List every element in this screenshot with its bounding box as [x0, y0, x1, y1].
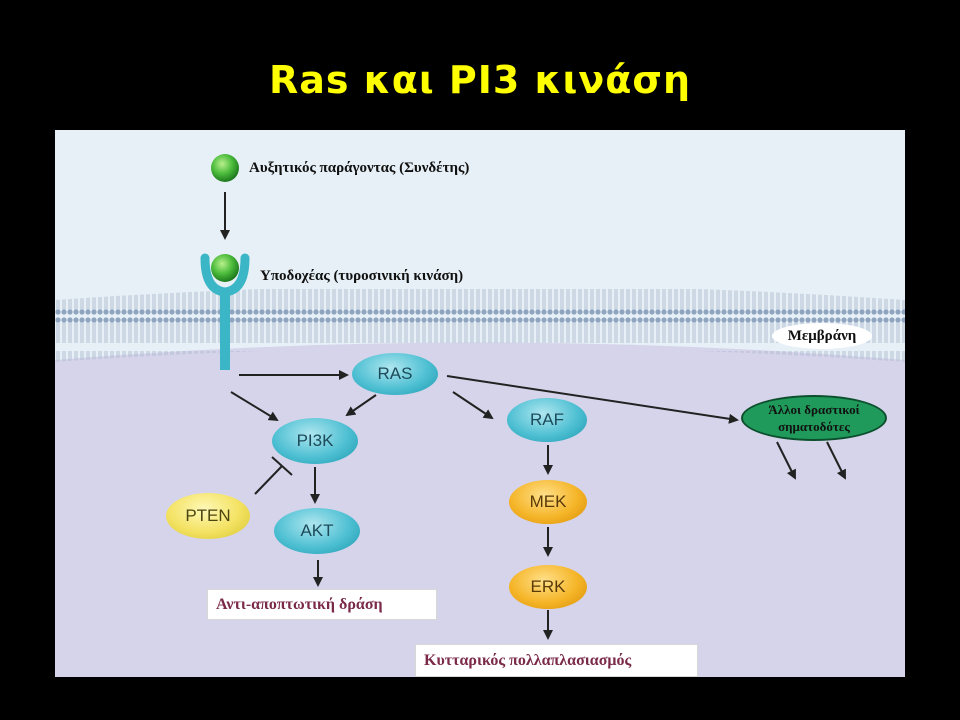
arrow-receptor-to-pi3k — [230, 391, 279, 422]
erk-node: ERK — [509, 565, 587, 609]
anti-apoptotic-outcome: Αντι-αποπτωτική δράση — [207, 589, 437, 620]
growth-factor-label: Αυξητικός παράγοντας (Συνδέτης) — [249, 160, 470, 176]
other-effectors-line1: Άλλοι δραστικοί — [768, 402, 860, 417]
arrow-effector-output-1 — [776, 441, 796, 480]
other-effectors-node: Άλλοι δραστικοί σηματοδότες — [741, 395, 887, 441]
cell-membrane — [55, 285, 905, 362]
membrane-label: Μεμβράνη — [772, 323, 872, 349]
arrow-ras-to-other-effectors — [446, 375, 739, 424]
arrow-ras-to-pi3k — [345, 394, 377, 417]
pi3k-node: PI3K — [272, 418, 358, 464]
receptor-tyrosine-kinase — [200, 253, 250, 370]
receptor-label: Υποδοχέας (τυροσινική κινάση) — [260, 268, 464, 284]
page-title: Ras και PI3 κινάση — [269, 58, 691, 102]
arrow-ras-to-raf — [452, 391, 494, 420]
proliferation-outcome: Κυτταρικός πολλαπλασιασμός — [415, 644, 698, 677]
raf-node: RAF — [507, 398, 587, 442]
pathway-diagram: Αυξητικός παράγοντας (Συνδέτης) Υποδοχέα… — [55, 130, 905, 677]
pten-node: PTEN — [166, 493, 250, 539]
arrow-effector-output-2 — [826, 441, 846, 480]
growth-factor-ligand — [211, 154, 239, 182]
ras-node: RAS — [352, 353, 438, 395]
akt-node: AKT — [274, 508, 360, 554]
other-effectors-line2: σηματοδότες — [778, 419, 850, 434]
pten-inhibition-line — [254, 456, 293, 495]
mek-node: MEK — [509, 480, 587, 524]
